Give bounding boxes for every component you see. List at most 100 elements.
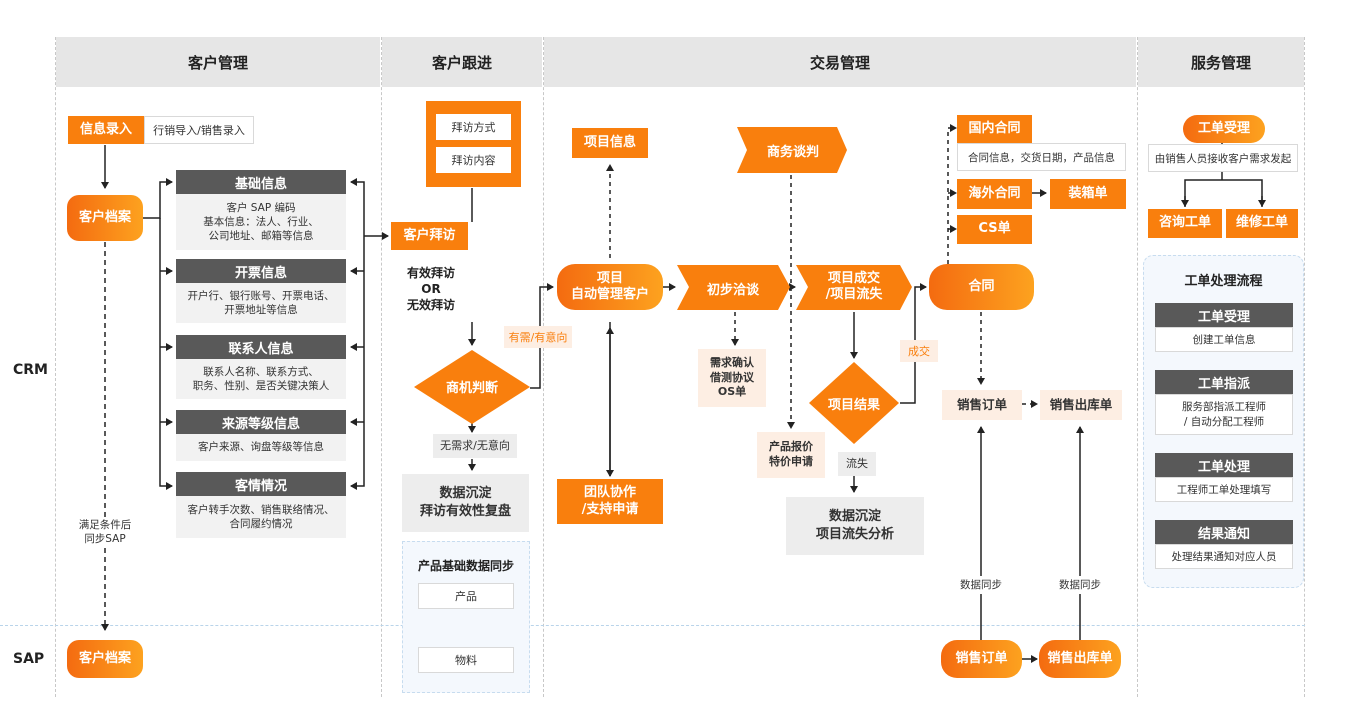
group-line: 公司地址、邮箱等信息 bbox=[208, 230, 314, 243]
group-relationship-title[interactable]: 客情情况 bbox=[176, 472, 346, 496]
contract-node[interactable]: 合同 bbox=[929, 264, 1034, 310]
node-line: 特价申请 bbox=[769, 455, 813, 468]
group-relationship-body: 客户转手次数、销售联络情况、 合同履约情况 bbox=[176, 496, 346, 538]
info-entry-button[interactable]: 信息录入 bbox=[68, 116, 144, 144]
column-title: 客户跟进 bbox=[431, 53, 492, 72]
visit-review-node: 数据沉淀 拜访有效性复盘 bbox=[402, 474, 529, 532]
domestic-contract-node[interactable]: 国内合同 bbox=[957, 115, 1032, 143]
product-sync-title: 产品基础数据同步 bbox=[417, 559, 514, 573]
group-source-title[interactable]: 来源等级信息 bbox=[176, 410, 346, 434]
step-desc-line: / 自动分配工程师 bbox=[1183, 415, 1265, 428]
node-line: /支持申请 bbox=[581, 501, 639, 517]
cs-order-node[interactable]: CS单 bbox=[957, 215, 1032, 244]
sales-outbound-node[interactable]: 销售出库单 bbox=[1040, 390, 1122, 420]
node-line: 项目 bbox=[596, 270, 623, 286]
sap-sales-order-node[interactable]: 销售订单 bbox=[941, 640, 1022, 678]
column-header-trade-mgmt: 交易管理 bbox=[544, 37, 1136, 87]
node-line: 产品报价 bbox=[769, 440, 813, 454]
review-line: 数据沉淀 bbox=[439, 486, 492, 502]
demand-confirm-node: 需求确认 借测协议 OS单 bbox=[698, 349, 766, 407]
product-box[interactable]: 产品 bbox=[418, 583, 514, 609]
lane-label-sap: SAP bbox=[13, 651, 45, 667]
sap-sales-outbound-node[interactable]: 销售出库单 bbox=[1039, 640, 1121, 678]
ticket-accept-node[interactable]: 工单受理 bbox=[1183, 115, 1265, 143]
visit-method-box[interactable]: 拜访方式 bbox=[436, 114, 511, 140]
project-result-decision[interactable]: 项目结果 bbox=[827, 398, 880, 413]
node-line: 自动管理客户 bbox=[570, 287, 649, 302]
initial-talk-chevron[interactable]: 初步洽谈 bbox=[706, 283, 759, 298]
sync-condition-note: 满足条件后 同步SAP bbox=[63, 517, 147, 547]
project-info-node[interactable]: 项目信息 bbox=[572, 128, 648, 158]
step-desc-line: 创建工单信息 bbox=[1192, 334, 1256, 346]
column-header-customer-mgmt: 客户管理 bbox=[56, 37, 380, 87]
flow-step-accept-desc: 创建工单信息 bbox=[1155, 327, 1293, 352]
data-sync-label: 数据同步 bbox=[1050, 576, 1110, 594]
column-divider bbox=[55, 37, 56, 697]
project-auto-manage-node[interactable]: 项目 自动管理客户 bbox=[557, 264, 663, 310]
material-box[interactable]: 物料 bbox=[418, 647, 514, 673]
lost-analysis-node: 数据沉淀 项目流失分析 bbox=[786, 497, 924, 555]
step-desc-line: 工程师工单处理填写 bbox=[1176, 484, 1272, 496]
flow-step-assign-title[interactable]: 工单指派 bbox=[1155, 370, 1293, 394]
lane-label-crm: CRM bbox=[13, 362, 48, 378]
negotiation-chevron[interactable]: 商务谈判 bbox=[766, 145, 819, 160]
no-need-label: 无需求/无意向 bbox=[433, 434, 517, 458]
flow-step-process-desc: 工程师工单处理填写 bbox=[1155, 477, 1293, 502]
ticket-flow-title: 工单处理流程 bbox=[1184, 274, 1263, 289]
group-basic-title[interactable]: 基础信息 bbox=[176, 170, 346, 194]
group-contact-body: 联系人名称、联系方式、 职务、性别、是否关键决策人 bbox=[176, 359, 346, 399]
validity-line: 无效拜访 bbox=[406, 298, 455, 313]
group-line: 开票地址等信息 bbox=[224, 304, 298, 316]
group-line: 职务、性别、是否关键决策人 bbox=[192, 380, 330, 392]
group-invoice-body: 开户行、银行账号、开票电话、 开票地址等信息 bbox=[176, 283, 346, 323]
node-line: 项目成交 bbox=[827, 271, 880, 286]
group-basic-body: 客户 SAP 编码 基本信息：法人、行业、 公司地址、邮箱等信息 bbox=[176, 194, 346, 250]
node-line: 项目流失分析 bbox=[815, 527, 894, 542]
column-title: 服务管理 bbox=[1190, 53, 1251, 72]
step-desc-line: 服务部指派工程师 bbox=[1182, 401, 1266, 414]
deal-or-lost-chevron[interactable]: 项目成交 /项目流失 bbox=[808, 271, 900, 304]
flow-step-assign-desc: 服务部指派工程师 / 自动分配工程师 bbox=[1155, 394, 1293, 435]
group-line: 客户来源、询盘等级等信息 bbox=[198, 441, 324, 454]
ticket-accept-note: 由销售人员接收客户需求发起 bbox=[1148, 144, 1298, 172]
sales-order-node[interactable]: 销售订单 bbox=[942, 390, 1022, 420]
column-divider bbox=[543, 37, 544, 697]
group-line: 客户转手次数、销售联络情况、 bbox=[187, 503, 335, 516]
overseas-contract-node[interactable]: 海外合同 bbox=[957, 179, 1032, 209]
opportunity-decision[interactable]: 商机判断 bbox=[445, 381, 498, 396]
has-need-label: 有需/有意向 bbox=[504, 326, 572, 348]
customer-archive-node[interactable]: 客户档案 bbox=[67, 195, 143, 241]
column-header-service-mgmt: 服务管理 bbox=[1138, 37, 1304, 87]
flow-step-process-title[interactable]: 工单处理 bbox=[1155, 453, 1293, 477]
customer-visit-node[interactable]: 客户拜访 bbox=[391, 222, 468, 250]
column-divider bbox=[1137, 37, 1138, 697]
flow-step-notify-title[interactable]: 结果通知 bbox=[1155, 520, 1293, 544]
lane-divider bbox=[0, 625, 1305, 626]
sap-customer-archive-node[interactable]: 客户档案 bbox=[67, 640, 143, 678]
sync-note-line: 同步SAP bbox=[84, 533, 126, 545]
visit-content-box[interactable]: 拜访内容 bbox=[436, 147, 511, 173]
visit-validity-label: 有效拜访 OR 无效拜访 bbox=[396, 265, 466, 314]
data-sync-label: 数据同步 bbox=[951, 576, 1011, 594]
group-contact-title[interactable]: 联系人信息 bbox=[176, 335, 346, 359]
column-title: 客户管理 bbox=[187, 53, 248, 72]
sync-note-line: 满足条件后 bbox=[78, 518, 132, 531]
consult-ticket-node[interactable]: 咨询工单 bbox=[1148, 209, 1222, 238]
group-line: 客户 SAP 编码 bbox=[226, 201, 296, 214]
deal-label: 成交 bbox=[900, 340, 938, 362]
group-line: 联系人名称、联系方式、 bbox=[203, 365, 319, 378]
flow-step-notify-desc: 处理结果通知对应人员 bbox=[1155, 544, 1293, 569]
node-line: OS单 bbox=[717, 385, 747, 399]
validity-line: OR bbox=[421, 282, 441, 297]
flow-step-accept-title[interactable]: 工单受理 bbox=[1155, 303, 1293, 327]
node-line: /项目流失 bbox=[825, 287, 883, 303]
validity-line: 有效拜访 bbox=[406, 266, 455, 280]
group-invoice-title[interactable]: 开票信息 bbox=[176, 259, 346, 283]
node-line: 需求确认 bbox=[710, 355, 754, 369]
team-support-node[interactable]: 团队协作 /支持申请 bbox=[557, 479, 663, 524]
repair-ticket-node[interactable]: 维修工单 bbox=[1226, 209, 1298, 238]
column-title: 交易管理 bbox=[809, 53, 870, 72]
group-line: 开户行、银行账号、开票电话、 bbox=[187, 289, 335, 302]
packing-list-node[interactable]: 装箱单 bbox=[1050, 179, 1126, 209]
